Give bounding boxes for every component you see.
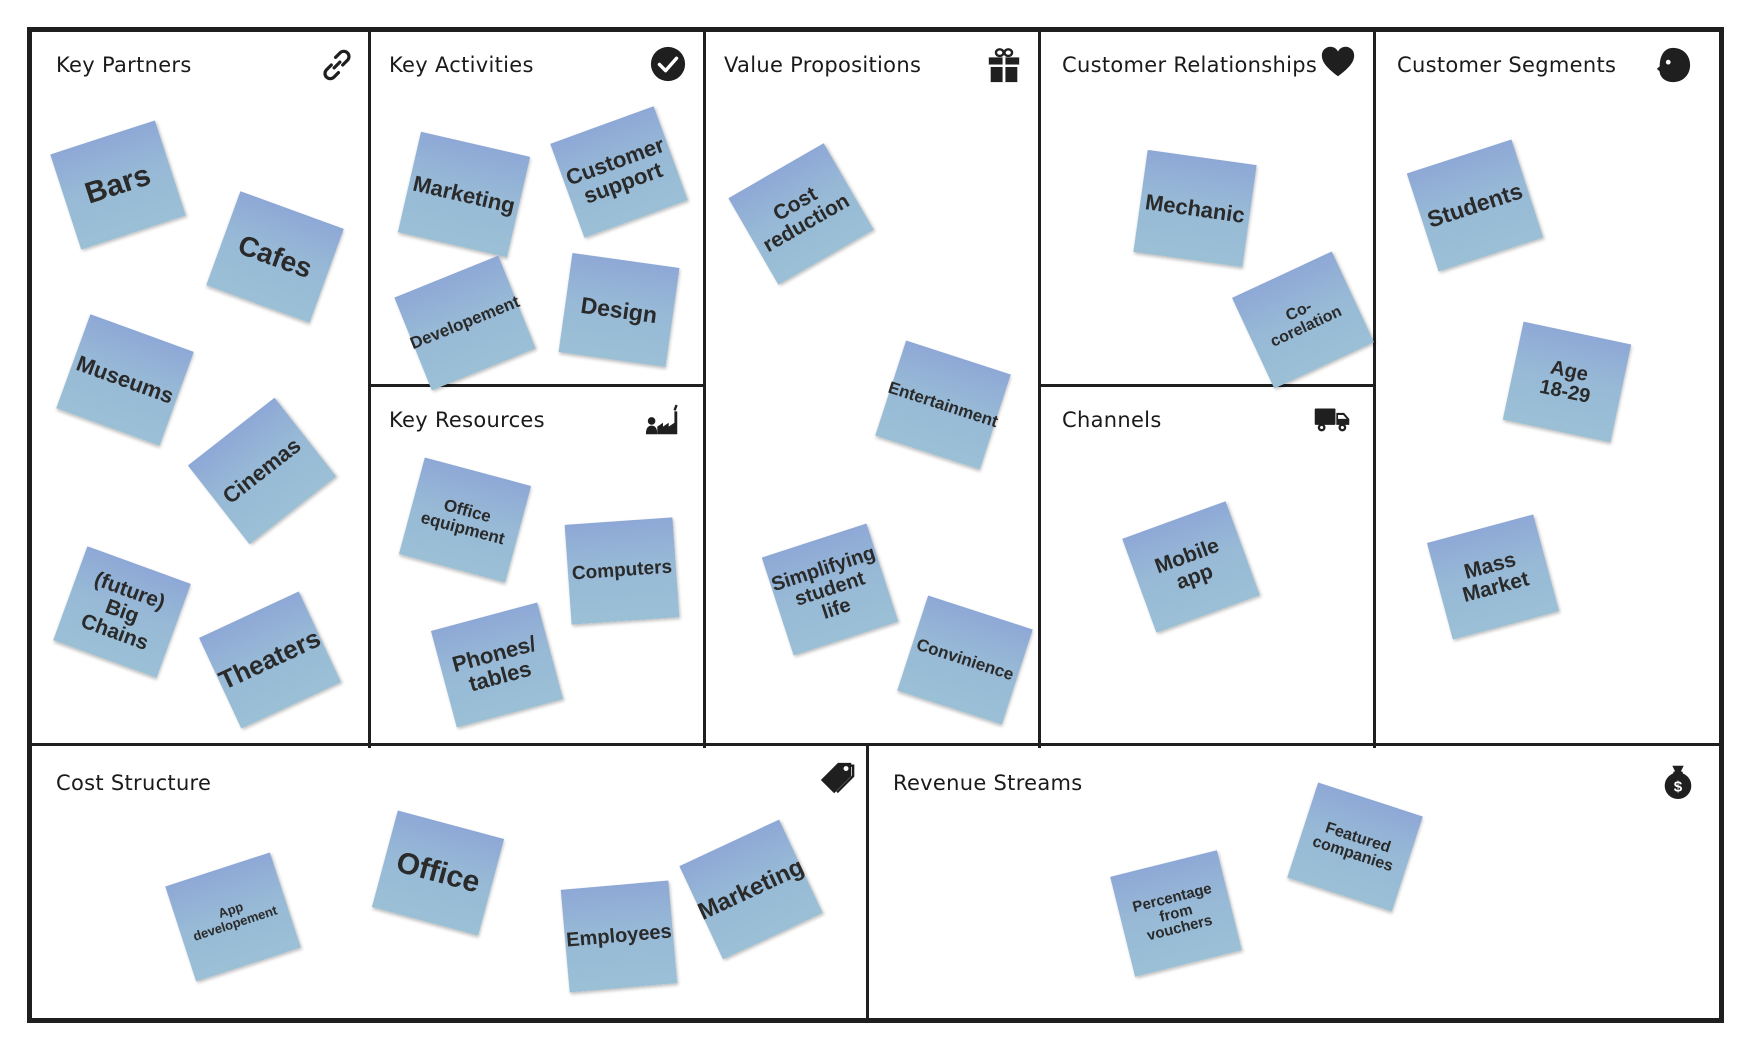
grid-divider [703, 30, 706, 748]
factory-worker-icon [644, 400, 682, 438]
grid-divider [30, 743, 1722, 746]
cost-structure-title: Cost Structure [56, 771, 212, 795]
sticky-note-text: Entertainment [885, 377, 1001, 432]
sticky-note-text: Customer support [562, 131, 668, 209]
key-resources-title: Key Resources [389, 408, 545, 432]
sticky-note[interactable]: Design [558, 252, 680, 368]
sticky-note-text: Marketing [693, 853, 809, 926]
grid-divider [1038, 30, 1041, 748]
sticky-note-text: Design [579, 291, 659, 329]
truck-icon [1313, 399, 1351, 437]
sticky-note-text: Convinience [914, 634, 1017, 685]
link-icon [318, 46, 356, 84]
sticky-note-text: Simplifying student life [768, 541, 879, 624]
sticky-note-text: Marketing [410, 170, 518, 219]
sticky-note-text: Featured companies [1310, 819, 1396, 876]
sticky-note-text: Developement [407, 292, 523, 354]
sticky-note-text: Age 18-29 [1537, 356, 1593, 408]
gift-icon [985, 46, 1023, 84]
sticky-note-text: Cost reduction [759, 182, 854, 257]
sticky-note-text: Mass Market [1460, 547, 1532, 608]
revenue-streams-title: Revenue Streams [893, 771, 1083, 795]
sticky-note-text: Mechanic [1143, 189, 1247, 228]
sticky-note-text: Students [1424, 177, 1526, 233]
sticky-note-text: Co-corelation [1267, 298, 1345, 351]
sticky-note-text: App developement [191, 899, 279, 944]
checkmark-icon [649, 45, 687, 83]
sticky-note-text: Bars [81, 158, 155, 211]
grid-divider [368, 30, 371, 748]
grid-divider [1038, 384, 1376, 387]
sticky-note[interactable]: Mechanic [1133, 149, 1257, 268]
sticky-note-text: Phones/ tables [449, 630, 539, 697]
sticky-note-text: Employees [565, 920, 673, 952]
sticky-note-text: Museums [73, 350, 177, 410]
key-partners-title: Key Partners [56, 53, 192, 77]
face-icon [1654, 46, 1692, 84]
grid-divider [1373, 30, 1376, 748]
sticky-note-text: Cafes [233, 229, 317, 285]
sticky-note-text: Office [392, 845, 484, 900]
channels-title: Channels [1062, 408, 1162, 432]
sticky-note-text: Mobile app [1151, 533, 1223, 595]
canvas-frame [27, 27, 1724, 1023]
grid-divider [866, 745, 869, 1020]
grid-divider [368, 384, 706, 387]
svg-text:$: $ [1674, 778, 1683, 795]
sticky-note-text: Theaters [214, 622, 326, 696]
sticky-note-text: Office equipment [418, 495, 507, 549]
sticky-note-text: (future) Big Chains [77, 567, 169, 655]
price-tag-icon [818, 760, 856, 798]
sticky-note[interactable]: Computers [564, 517, 680, 625]
money-bag-icon: $ [1659, 762, 1697, 800]
customer-segments-title: Customer Segments [1397, 53, 1617, 77]
heart-icon [1319, 43, 1357, 81]
sticky-note-text: Computers [571, 556, 673, 585]
value-propositions-title: Value Propositions [724, 53, 922, 77]
sticky-note-text: Cinemas [218, 432, 306, 510]
sticky-note[interactable]: Employees [560, 880, 678, 993]
customer-relationships-title: Customer Relationships [1062, 53, 1318, 77]
sticky-note-text: Percentage from vouchers [1130, 879, 1215, 945]
key-activities-title: Key Activities [389, 53, 534, 77]
